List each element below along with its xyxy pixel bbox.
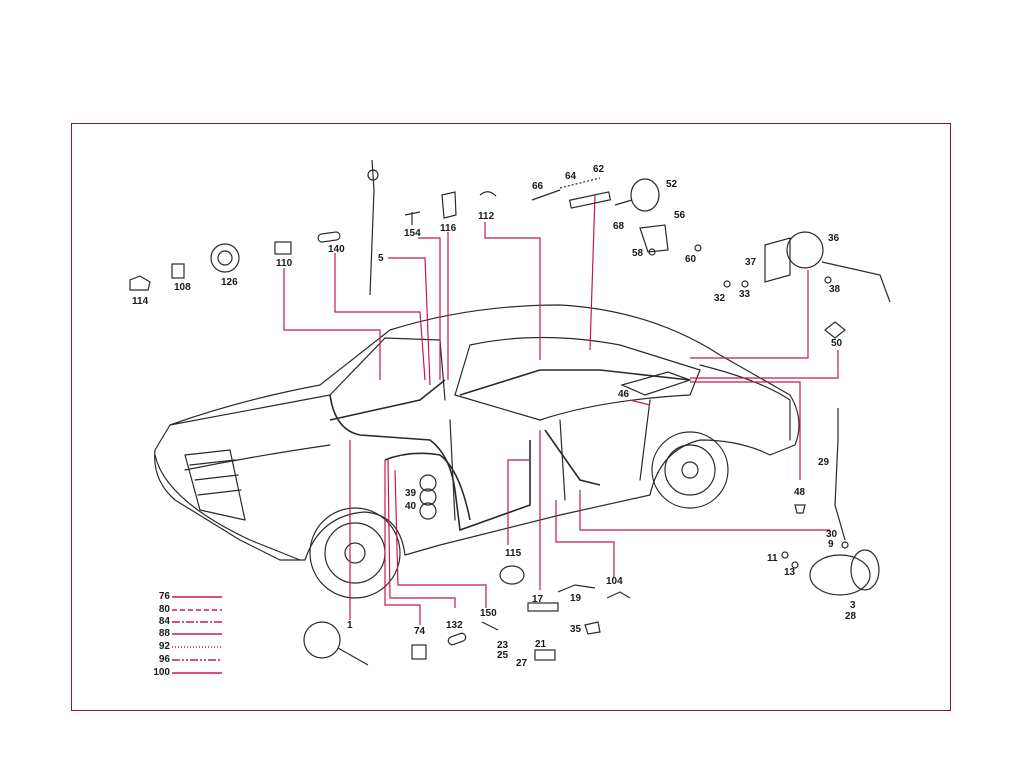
part-39-40-bulbs	[419, 474, 437, 492]
label-74: 74	[414, 626, 426, 637]
harness-main	[329, 369, 691, 532]
part-19-bracket	[557, 584, 596, 593]
label-114: 114	[132, 296, 149, 307]
label-140: 140	[328, 244, 345, 255]
label-56: 56	[674, 210, 686, 221]
label-17: 17	[532, 594, 544, 605]
label-52: 52	[666, 179, 678, 190]
label-36: 36	[828, 233, 840, 244]
label-32: 32	[714, 293, 726, 304]
label-68: 68	[613, 221, 625, 232]
label-30: 30	[826, 529, 838, 540]
label-48: 48	[794, 487, 806, 498]
label-112: 112	[478, 211, 495, 222]
legend-label-100: 100	[153, 667, 170, 678]
label-9: 9	[828, 539, 834, 550]
label-62: 62	[593, 164, 605, 175]
label-64: 64	[565, 171, 577, 182]
label-1: 1	[347, 620, 353, 631]
legend-label-92: 92	[158, 641, 170, 652]
part-132-sleeve	[447, 632, 467, 646]
car-bumper	[154, 454, 301, 561]
part-150	[481, 621, 499, 631]
part-112	[479, 191, 497, 197]
label-37: 37	[745, 257, 757, 268]
legend-label-84: 84	[158, 616, 170, 627]
label-5: 5	[378, 253, 384, 264]
car-windshield	[329, 337, 446, 401]
part-52-horn	[630, 178, 660, 212]
label-19: 19	[570, 593, 582, 604]
label-28: 28	[845, 611, 857, 622]
label-108: 108	[174, 282, 191, 293]
label-40: 40	[405, 501, 417, 512]
label-154: 154	[404, 228, 421, 239]
legend-label-88: 88	[158, 628, 170, 639]
label-11: 11	[767, 553, 778, 564]
part-64-spring	[559, 177, 601, 189]
part-50-clip	[824, 321, 846, 339]
label-27: 27	[516, 658, 528, 669]
car-side-window	[454, 336, 701, 421]
legend-label-76: 76	[158, 591, 170, 602]
label-150: 150	[480, 608, 497, 619]
diagram-frame	[71, 123, 951, 711]
label-50: 50	[831, 338, 843, 349]
part-62-strip	[568, 191, 612, 209]
label-29: 29	[818, 457, 830, 468]
rear-wheel	[651, 431, 729, 509]
part-108	[171, 263, 185, 279]
part-1-horn	[303, 621, 341, 659]
label-116: 116	[440, 223, 457, 234]
label-38: 38	[829, 284, 841, 295]
part-115-grommet	[499, 565, 525, 585]
part-27-connector	[534, 649, 556, 661]
legend-label-96: 96	[158, 654, 170, 665]
label-23: 23	[497, 640, 509, 651]
label-110: 110	[276, 258, 293, 269]
label-66: 66	[532, 181, 544, 192]
car-grille	[184, 449, 246, 521]
label-25: 25	[497, 650, 509, 661]
car-hood-line	[169, 394, 331, 471]
part-104-clip	[606, 591, 631, 599]
front-wheel	[309, 507, 401, 599]
car-body	[154, 304, 800, 561]
part-140-sleeve	[317, 231, 341, 243]
part-126-grommet	[210, 243, 240, 273]
part-35-clip	[584, 621, 601, 635]
part-29-cable	[834, 408, 846, 541]
label-115: 115	[505, 548, 522, 559]
label-35: 35	[570, 624, 582, 635]
part-56-bracket	[639, 224, 669, 253]
part-46-fusebox	[620, 371, 692, 396]
part-21-block	[527, 602, 559, 612]
part-36-switch	[786, 231, 824, 269]
label-21: 21	[535, 639, 547, 650]
label-104: 104	[606, 576, 623, 587]
label-60: 60	[685, 254, 697, 265]
label-39: 39	[405, 488, 417, 499]
label-3: 3	[850, 600, 856, 611]
part-114-clip	[129, 275, 151, 291]
part-116-bracket	[441, 191, 457, 219]
label-132: 132	[446, 620, 463, 631]
label-58: 58	[632, 248, 644, 259]
part-48	[794, 504, 806, 514]
part-66-screw	[531, 189, 561, 201]
part-154	[404, 211, 421, 225]
label-13: 13	[784, 567, 796, 578]
legend-label-80: 80	[158, 604, 170, 615]
label-33: 33	[739, 289, 751, 300]
part-74	[411, 644, 427, 660]
part-110	[274, 241, 292, 255]
label-126: 126	[221, 277, 238, 288]
part-3-horn	[809, 554, 871, 596]
label-46: 46	[618, 389, 630, 400]
